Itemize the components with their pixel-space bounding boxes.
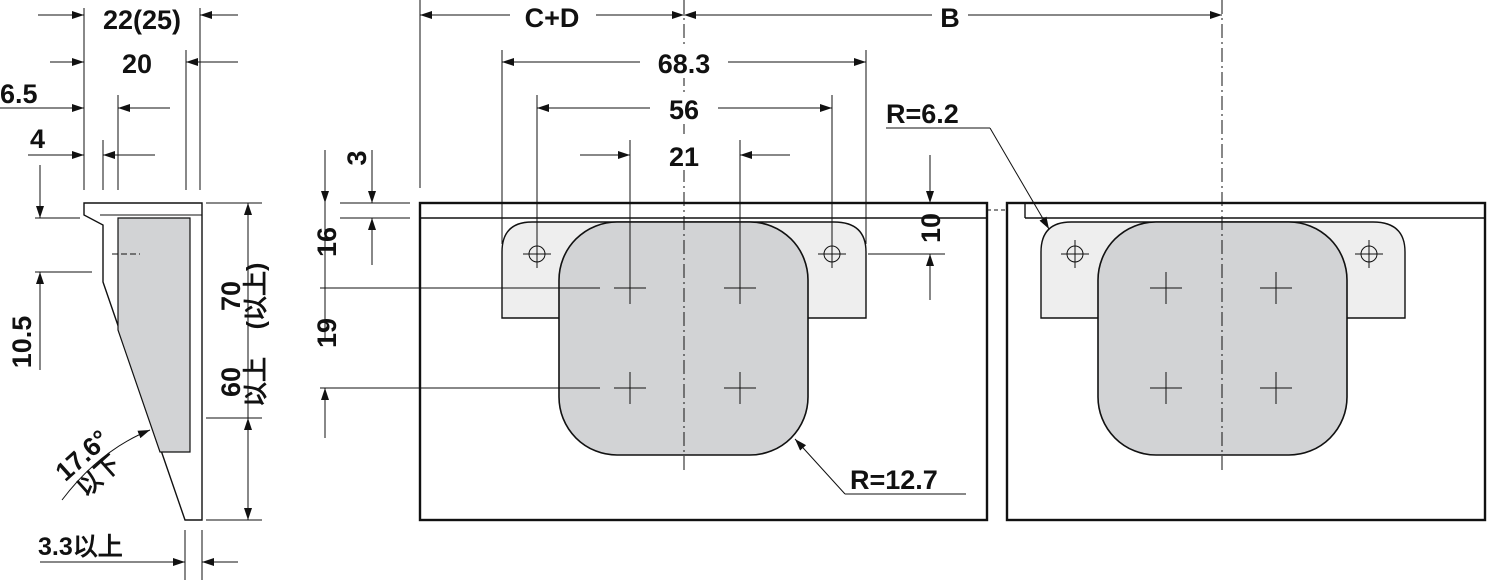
dim-70: 70 [216,281,246,311]
dim-68-3: 68.3 [658,49,711,79]
dim-r6-2: R=6.2 [886,99,959,129]
dim-21: 21 [669,142,699,172]
label-backdrop [656,138,712,170]
dim-70-suffix: (以上) [242,263,270,330]
screw-holes [523,240,1383,268]
front-view: C+D B 68.3 56 21 3 16 19 [312,0,1487,522]
dim-22-25: 22(25) [103,5,181,35]
dim-3-3: 3.3以上 [38,533,123,561]
dim-20: 20 [122,49,152,79]
dim-19: 19 [312,318,342,348]
label-backdrop [640,46,728,78]
dim-10-5: 10.5 [7,316,37,369]
side-view: 22(25) 20 6.5 4 10.5 70 (以上) 60 以上 17.6°… [0,5,270,580]
side-pad-profile [117,217,191,453]
left-panel [418,201,989,522]
label-backdrop [510,0,596,30]
dim-16: 16 [312,227,342,257]
dim-4: 4 [30,124,45,154]
dim-cd: C+D [525,3,580,33]
dim-r12-7: R=12.7 [850,465,938,495]
right-panel [1005,201,1487,522]
dim-60-suffix: 以上 [242,357,270,407]
label-backdrop [650,92,718,124]
leader-r62 [989,127,1050,230]
dim-3: 3 [342,150,372,165]
angle-arc [61,429,151,501]
leader-r127 [794,438,846,495]
dim-56: 56 [669,95,699,125]
dim-b: B [940,3,960,33]
dim-60: 60 [216,367,246,397]
pad-cross-marks [614,272,1292,404]
dim-6-5: 6.5 [0,79,38,109]
dim-10: 10 [916,213,946,243]
label-backdrop [932,0,968,30]
